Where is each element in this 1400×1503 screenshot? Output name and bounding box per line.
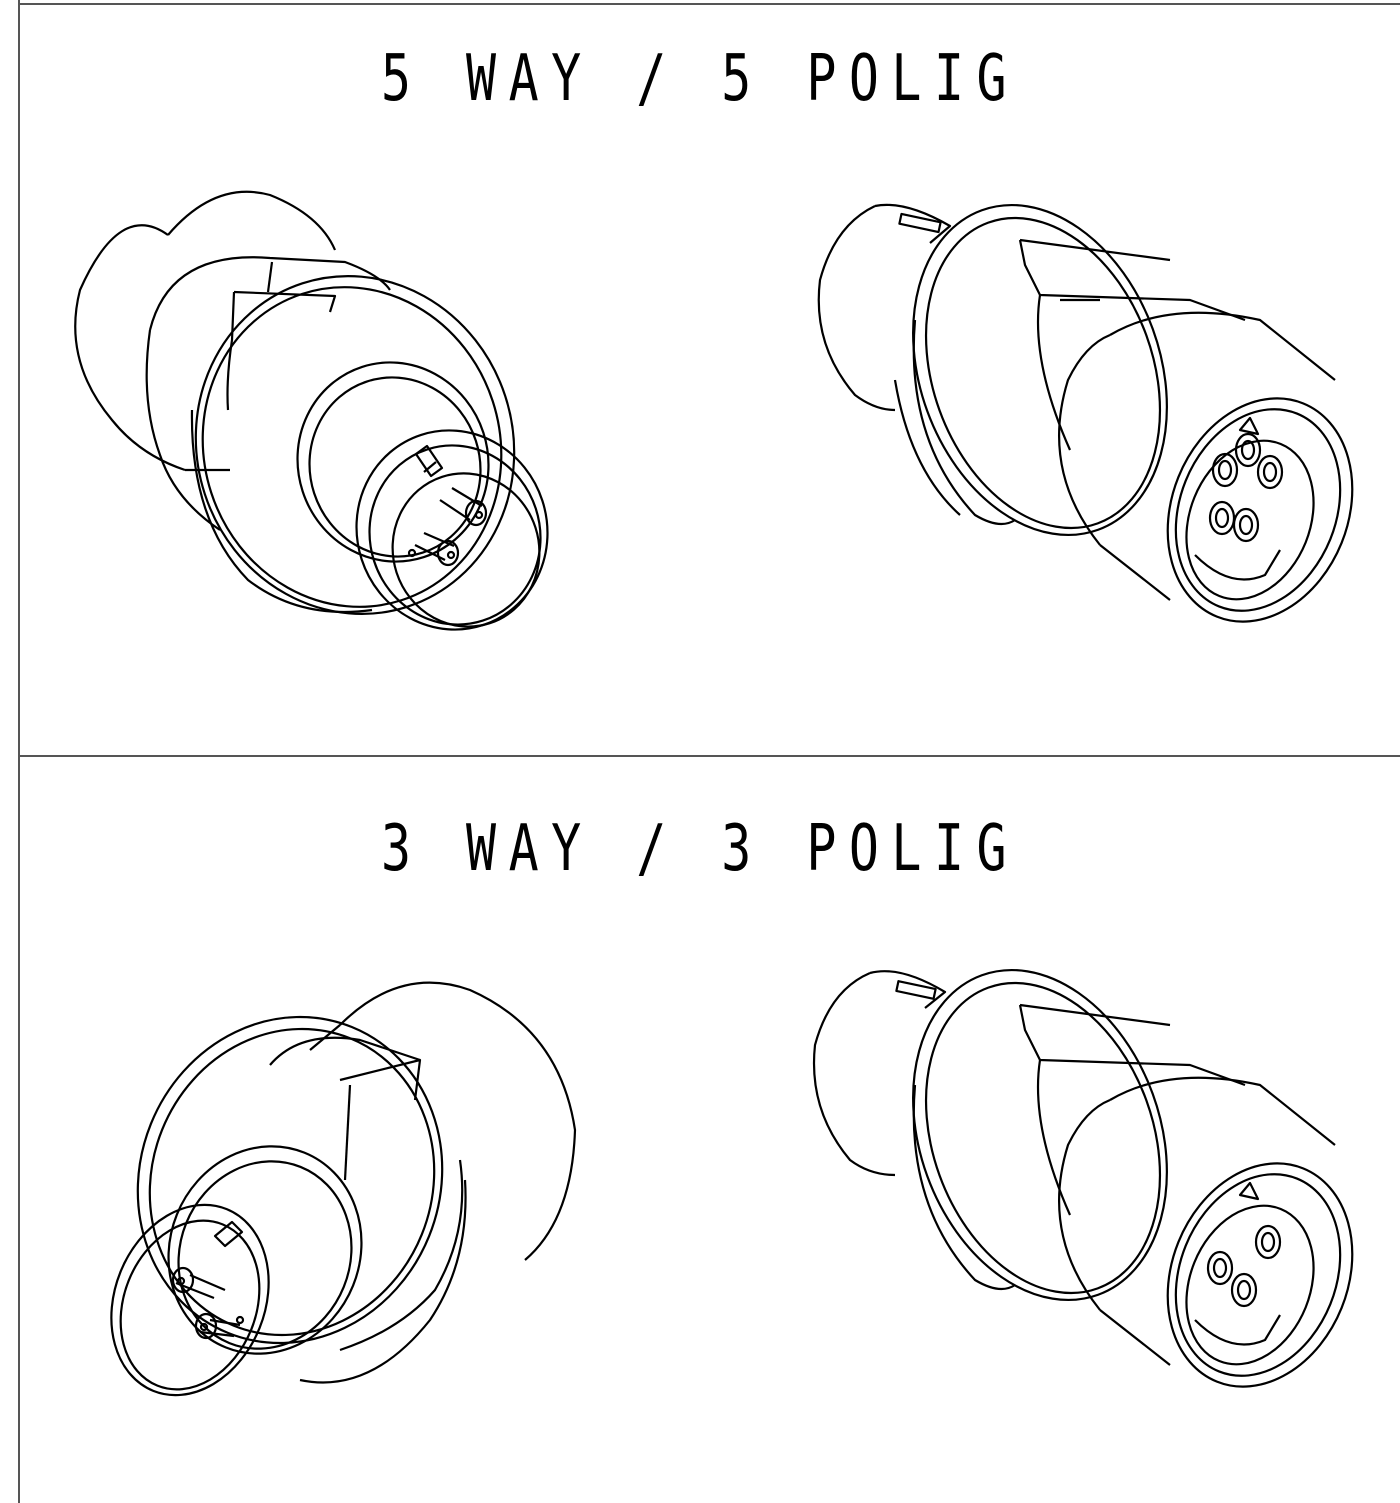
female-connector-3way [812,968,1354,1388]
female-connector-5way [817,203,1354,623]
female-sockets-5way [1208,432,1284,543]
frame-border [18,0,1400,1503]
male-pins-5way [407,487,488,567]
female-sockets-3way [1206,1224,1282,1308]
male-pins-3way [171,1266,245,1340]
male-connector-3way [110,981,577,1397]
key-slot [213,1220,244,1248]
section-title-5way: 5 WAY / 5 POLIG [380,42,1020,116]
section-title-3way: 3 WAY / 3 POLIG [380,812,1020,886]
key-slot [414,444,444,478]
male-connector-5way [74,190,549,631]
